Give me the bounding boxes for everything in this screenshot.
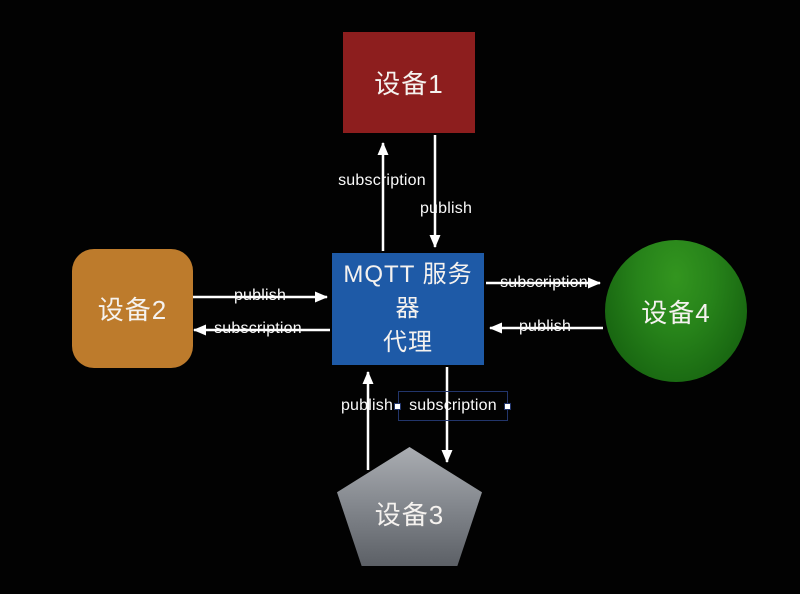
- selected-text-box[interactable]: subscription: [398, 391, 508, 421]
- device1-node[interactable]: 设备1: [343, 32, 475, 133]
- device3-label: 设备3: [374, 500, 445, 530]
- device2-label: 设备2: [97, 295, 168, 325]
- device1-label: 设备1: [374, 69, 444, 99]
- mqtt-broker-label-line1: MQTT 服务器: [343, 261, 473, 322]
- edge-label-top-subscription[interactable]: subscription: [338, 172, 426, 189]
- device2-node[interactable]: 设备2: [72, 249, 193, 368]
- edge-label-bottom-publish[interactable]: publish: [340, 397, 394, 414]
- edge-label-top-publish[interactable]: publish: [419, 200, 473, 217]
- selection-handle-right[interactable]: [504, 403, 511, 410]
- edge-label-left-subscription[interactable]: subscription: [214, 320, 302, 337]
- device3-node[interactable]: 设备3: [337, 447, 482, 566]
- mqtt-broker-label-line2: 代理: [383, 329, 433, 356]
- mqtt-broker-node[interactable]: MQTT 服务器 代理: [332, 253, 484, 365]
- edge-label-left-publish[interactable]: publish: [233, 287, 287, 304]
- edge-label-right-publish[interactable]: publish: [518, 318, 572, 335]
- edge-label-right-subscription[interactable]: subscription: [500, 274, 588, 291]
- device4-node[interactable]: 设备4: [605, 240, 747, 382]
- selection-handle-left[interactable]: [394, 403, 401, 410]
- device4-label: 设备4: [641, 297, 711, 328]
- edge-label-bottom-subscription[interactable]: subscription: [409, 397, 497, 414]
